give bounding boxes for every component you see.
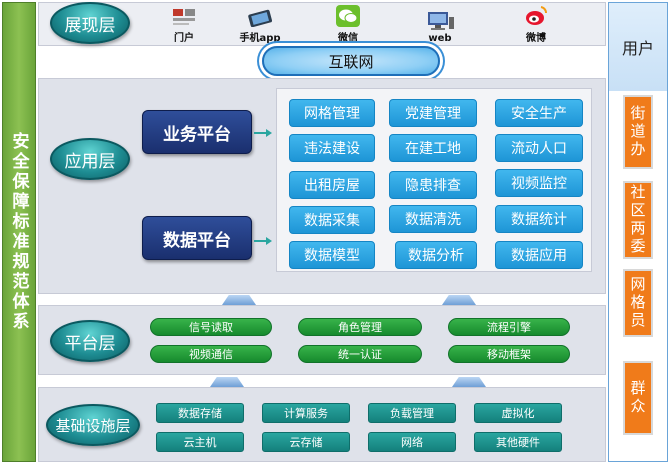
infrastructure-item[interactable]: 云主机 bbox=[156, 432, 244, 452]
platform-layer-text: 平台层 bbox=[64, 333, 116, 354]
app-module-button[interactable]: 安全生产 bbox=[495, 99, 583, 127]
weibo-icon bbox=[526, 6, 548, 25]
web-label: web bbox=[428, 33, 452, 44]
weibo-label: 微博 bbox=[526, 33, 546, 44]
app-module-button[interactable]: 数据分析 bbox=[395, 241, 477, 269]
app-module-button[interactable]: 数据采集 bbox=[289, 206, 375, 234]
presentation-layer-label: 展现层 bbox=[50, 2, 130, 44]
app-module-button[interactable]: 违法建设 bbox=[289, 134, 375, 162]
internet-label: 互联网 bbox=[328, 52, 374, 71]
platform-service-pill[interactable]: 角色管理 bbox=[298, 318, 422, 336]
app-module-button[interactable]: 流动人口 bbox=[495, 134, 583, 162]
security-standards-bar: 安全保障标准规范体系 bbox=[2, 2, 36, 462]
business-platform-block[interactable]: 业务平台 bbox=[142, 110, 252, 154]
platform-service-pill[interactable]: 流程引擎 bbox=[448, 318, 570, 336]
user-item-community-committees[interactable]: 社区两委 bbox=[623, 181, 653, 259]
presentation-layer-text: 展现层 bbox=[64, 15, 116, 36]
user-item-grid-worker[interactable]: 网格员 bbox=[623, 269, 653, 337]
internet-cloud: 互联网 bbox=[262, 46, 440, 76]
app-module-button[interactable]: 数据统计 bbox=[495, 205, 583, 233]
data-arrow-icon bbox=[254, 237, 272, 245]
infrastructure-item[interactable]: 计算服务 bbox=[262, 403, 350, 423]
infrastructure-layer-text: 基础设施层 bbox=[55, 416, 131, 435]
wechat-item[interactable]: 微信 bbox=[318, 2, 378, 44]
mobile-app-item[interactable]: 手机app bbox=[230, 2, 290, 44]
platform-layer-label: 平台层 bbox=[50, 320, 130, 362]
data-platform-block[interactable]: 数据平台 bbox=[142, 216, 252, 260]
user-item-public[interactable]: 群众 bbox=[623, 361, 653, 435]
app-module-button[interactable]: 数据模型 bbox=[289, 241, 375, 269]
user-item-street-office[interactable]: 街道办 bbox=[623, 95, 653, 169]
app-module-button[interactable]: 隐患排查 bbox=[389, 171, 477, 199]
portal-item[interactable]: 门户 bbox=[154, 2, 214, 44]
infrastructure-item[interactable]: 云存储 bbox=[262, 432, 350, 452]
layer-connector bbox=[210, 377, 244, 387]
layer-connector bbox=[452, 377, 486, 387]
weibo-item[interactable]: 微博 bbox=[506, 2, 566, 44]
infrastructure-item[interactable]: 虚拟化 bbox=[474, 403, 562, 423]
app-module-button[interactable]: 视频监控 bbox=[495, 169, 583, 197]
app-module-button[interactable]: 数据应用 bbox=[495, 241, 583, 269]
platform-service-pill[interactable]: 信号读取 bbox=[150, 318, 272, 336]
app-module-button[interactable]: 出租房屋 bbox=[289, 171, 375, 199]
app-module-button[interactable]: 数据清洗 bbox=[389, 205, 477, 233]
security-standards-title: 安全保障标准规范体系 bbox=[8, 132, 29, 332]
wechat-icon bbox=[336, 5, 360, 27]
application-module-grid: 网格管理 党建管理 安全生产 违法建设 在建工地 流动人口 出租房屋 隐患排查 … bbox=[276, 88, 592, 272]
user-panel: 用户 街道办 社区两委 网格员 群众 bbox=[608, 2, 668, 462]
app-module-button[interactable]: 在建工地 bbox=[389, 134, 477, 162]
web-item[interactable]: web bbox=[410, 2, 470, 44]
mobile-app-label: 手机app bbox=[239, 33, 281, 44]
computer-icon bbox=[428, 12, 454, 30]
platform-service-pill[interactable]: 视频通信 bbox=[150, 345, 272, 363]
platform-service-pill[interactable]: 移动框架 bbox=[448, 345, 570, 363]
app-module-button[interactable]: 网格管理 bbox=[289, 99, 375, 127]
platform-layer-panel bbox=[38, 305, 606, 375]
user-panel-title-text: 用户 bbox=[621, 39, 654, 58]
presentation-layer-panel bbox=[38, 2, 606, 46]
user-panel-title: 用户 bbox=[609, 3, 667, 91]
portal-label: 门户 bbox=[174, 33, 194, 44]
phone-icon bbox=[248, 9, 272, 27]
infrastructure-item[interactable]: 数据存储 bbox=[156, 403, 244, 423]
application-layer-text: 应用层 bbox=[64, 151, 116, 172]
infrastructure-layer-label: 基础设施层 bbox=[46, 404, 140, 446]
application-layer-label: 应用层 bbox=[50, 138, 130, 180]
app-module-button[interactable]: 党建管理 bbox=[389, 99, 477, 127]
layer-connector bbox=[442, 295, 476, 305]
infrastructure-item[interactable]: 网络 bbox=[368, 432, 456, 452]
data-platform-label: 数据平台 bbox=[163, 230, 231, 251]
business-platform-label: 业务平台 bbox=[163, 124, 231, 145]
portal-icon bbox=[173, 9, 195, 25]
infrastructure-item[interactable]: 负载管理 bbox=[368, 403, 456, 423]
business-arrow-icon bbox=[254, 129, 272, 137]
layer-connector bbox=[222, 295, 256, 305]
wechat-label: 微信 bbox=[338, 33, 358, 44]
platform-service-pill[interactable]: 统一认证 bbox=[298, 345, 422, 363]
infrastructure-item[interactable]: 其他硬件 bbox=[474, 432, 562, 452]
